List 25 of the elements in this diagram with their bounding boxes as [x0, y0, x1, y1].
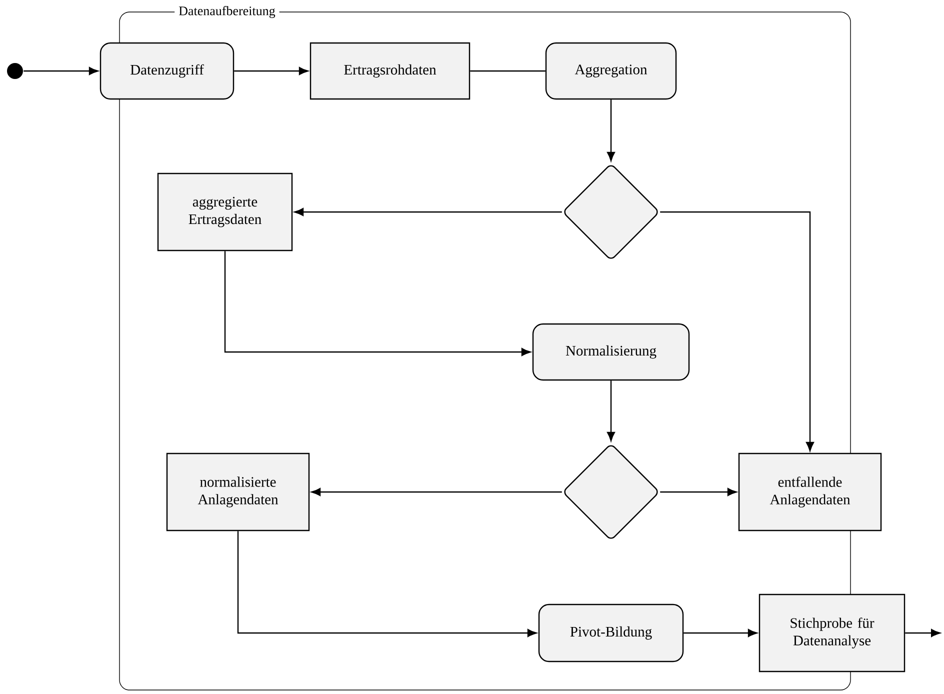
arrow — [607, 100, 616, 162]
arrow — [234, 67, 308, 75]
arrow — [311, 488, 562, 496]
object-box: normalisierte Anlagendaten — [166, 452, 310, 532]
object-box: Ertragsrohdaten — [310, 42, 470, 100]
start-dot — [7, 63, 23, 79]
action-box: Pivot-Bildung — [538, 604, 684, 662]
arrow — [224, 251, 531, 356]
arrow — [660, 211, 814, 452]
arrow — [684, 629, 758, 638]
decision-diamond — [564, 165, 658, 259]
arrow — [660, 488, 737, 496]
arrow — [607, 380, 616, 442]
action-box: Aggregation — [545, 42, 677, 100]
arrow — [237, 531, 537, 638]
connector-line — [470, 70, 546, 72]
arrow — [24, 67, 98, 75]
object-box: Stichprobe für Datenanalyse — [758, 594, 906, 672]
action-box: Datenzugriff — [100, 42, 234, 100]
object-box: aggregierte Ertragsdaten — [157, 172, 293, 252]
object-box: entfallende Anlagendaten — [738, 452, 882, 532]
decision-diamond — [564, 445, 658, 539]
arrow — [294, 208, 562, 216]
arrow — [905, 629, 940, 638]
action-box: Normalisierung — [532, 323, 690, 381]
